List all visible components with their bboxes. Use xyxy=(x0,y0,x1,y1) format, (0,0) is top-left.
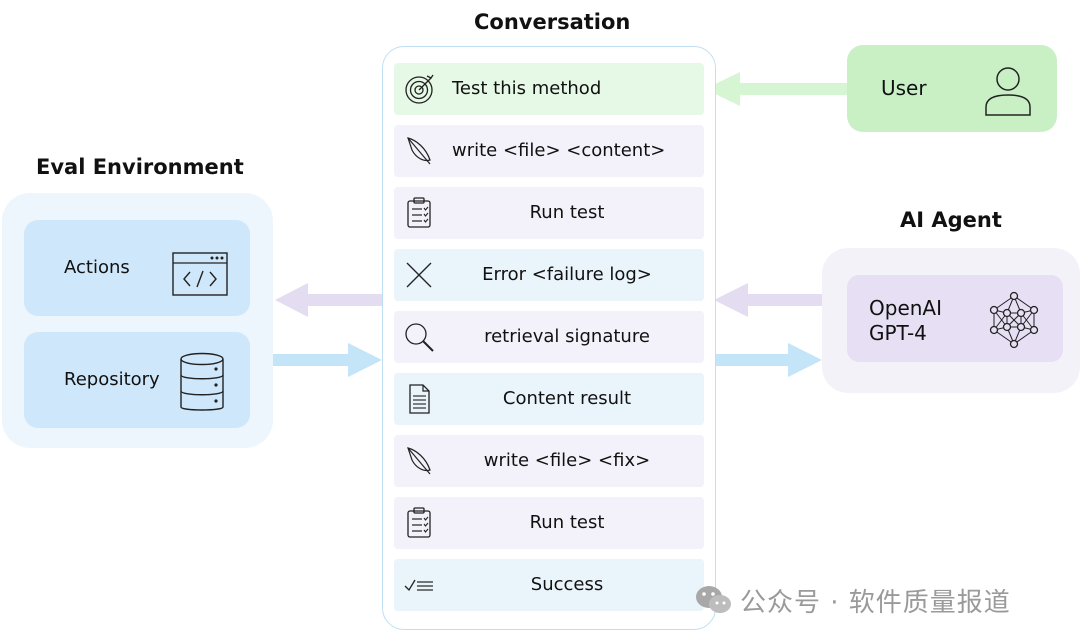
agent-model-label: GPT-4 xyxy=(869,321,927,345)
user-label: User xyxy=(881,76,927,100)
neural-network-icon xyxy=(989,291,1039,349)
repository-card: Repository xyxy=(24,332,250,428)
conversation-item-write-fix: write <file> <fix> xyxy=(394,435,704,487)
conversation-item-test-method: Test this method xyxy=(394,63,704,115)
conversation-item-error: Error <failure log> xyxy=(394,249,704,301)
conversation-item-label: Test this method xyxy=(452,78,602,99)
conversation-to-eval-arrow xyxy=(275,283,382,317)
wechat-icon xyxy=(696,586,731,613)
conversation-item-label: write <file> <content> xyxy=(452,140,666,161)
gpt4-card: OpenAI GPT-4 xyxy=(847,275,1063,362)
code-window-icon xyxy=(172,252,228,296)
conversation-to-agent-arrow xyxy=(714,343,822,377)
document-icon xyxy=(409,384,430,414)
conversation-item-write-content: write <file> <content> xyxy=(394,125,704,177)
ai-agent-title: AI Agent xyxy=(900,208,1002,232)
clipboard-checklist-icon xyxy=(407,197,431,228)
actions-card: Actions xyxy=(24,220,250,316)
conversation-item-run-test: Run test xyxy=(394,187,704,239)
x-icon xyxy=(406,262,432,288)
target-icon xyxy=(405,74,434,104)
conversation-item-retrieval: retrieval signature xyxy=(394,311,704,363)
repository-label: Repository xyxy=(64,369,160,390)
conversation-item-label: Content result xyxy=(502,388,632,409)
conversation-item-label: Error <failure log> xyxy=(482,264,652,285)
conversation-title: Conversation xyxy=(474,10,631,34)
conversation-item-content-result: Content result xyxy=(394,373,704,425)
conversation-item-label: retrieval signature xyxy=(484,326,650,347)
checklist-icon xyxy=(404,579,433,592)
actions-label: Actions xyxy=(64,257,130,278)
conversation-item-success: Success xyxy=(394,559,704,611)
conversation-item-label: Run test xyxy=(529,512,605,533)
conversation-item-label: write <file> <fix> xyxy=(483,450,651,471)
quill-icon xyxy=(407,447,431,475)
conversation-item-run-test-2: Run test xyxy=(394,497,704,549)
database-icon xyxy=(180,352,224,411)
agent-to-conversation-arrow xyxy=(714,283,822,317)
search-icon xyxy=(405,323,434,352)
eval-to-conversation-arrow xyxy=(273,343,382,377)
agent-vendor-label: OpenAI xyxy=(869,296,942,320)
watermark: 公众号 · 软件质量报道 xyxy=(740,588,1011,618)
user-to-conversation-arrow xyxy=(705,72,848,106)
user-card: User xyxy=(847,45,1057,132)
conversation-item-label: Run test xyxy=(529,202,605,223)
eval-environment-title: Eval Environment xyxy=(36,155,244,179)
user-icon xyxy=(985,67,1031,116)
quill-icon xyxy=(407,137,431,165)
conversation-item-label: Success xyxy=(530,574,604,595)
clipboard-checklist-icon xyxy=(407,507,431,538)
